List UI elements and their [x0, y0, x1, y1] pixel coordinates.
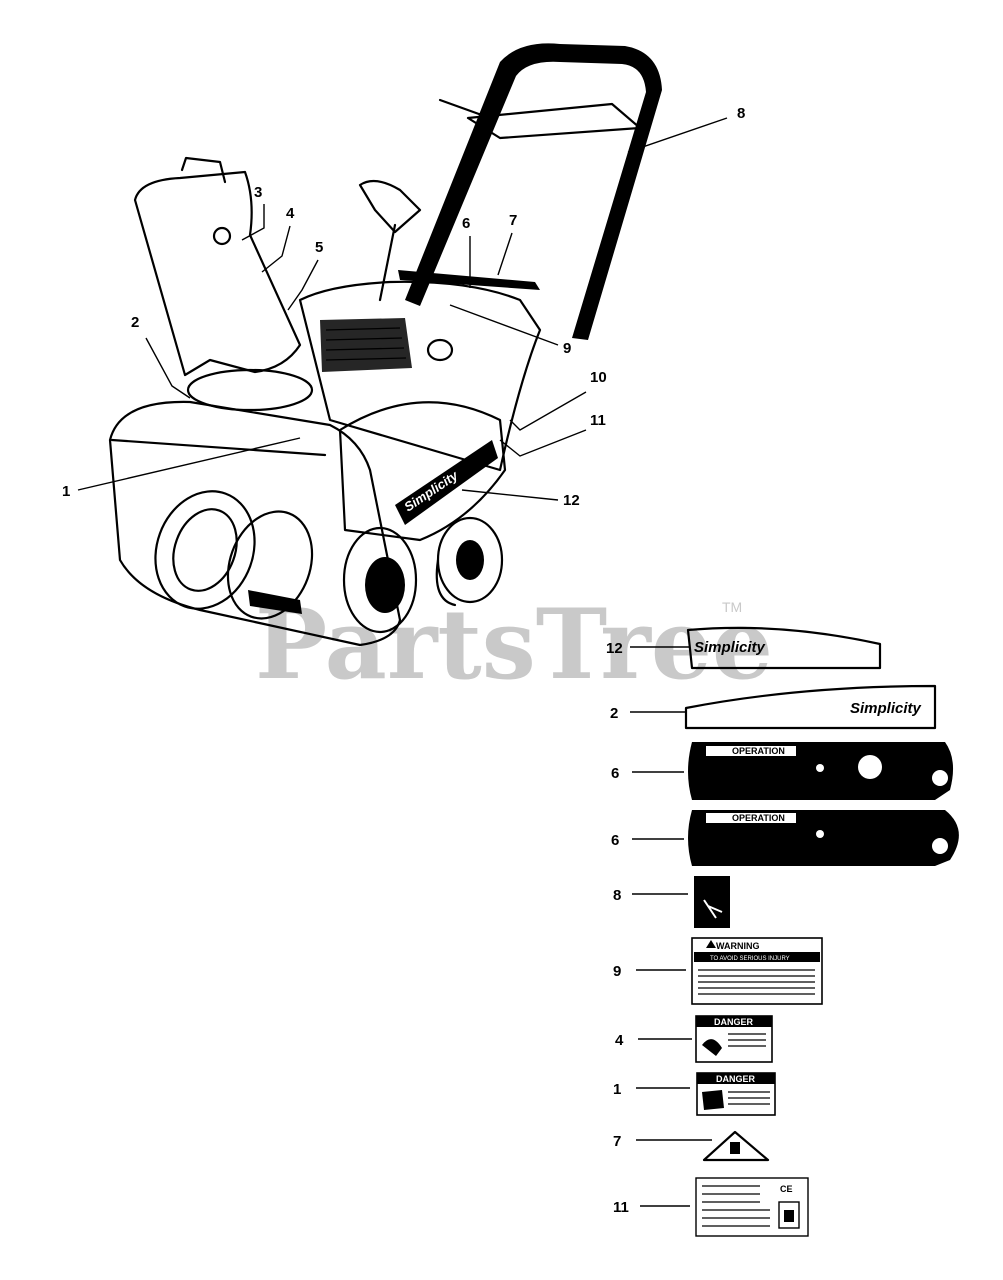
- callout-6: 6: [462, 215, 470, 232]
- decal-row-num-12: 12: [606, 640, 623, 657]
- decal-12: [686, 626, 882, 670]
- main-callouts: 1 2 3 4 5 6 7 8 9 10 11 12: [62, 105, 745, 509]
- engine-housing: [298, 280, 542, 472]
- decal-row-num-4: 4: [615, 1032, 624, 1049]
- callout-1: 1: [62, 483, 70, 500]
- decal-9: [691, 937, 823, 1005]
- auger-right: [226, 510, 314, 620]
- decal-legend: 12 Simplicity 2 Simplicity 6 OPERATION 6…: [606, 626, 959, 1237]
- chute-crank: [358, 179, 422, 234]
- decal-row-num-6b: 6: [611, 832, 619, 849]
- decal-row-num-1: 1: [613, 1081, 621, 1098]
- callout-2: 2: [131, 314, 139, 331]
- callout-8: 8: [737, 105, 745, 122]
- decal-9-sub: TO AVOID SERIOUS INJURY: [710, 956, 790, 962]
- handle-bar: [405, 43, 662, 340]
- auger-housing: [108, 400, 402, 647]
- snowthrower-illustration: Simplicity: [108, 43, 662, 647]
- primer-knob: [426, 338, 454, 362]
- decal-7: [702, 1130, 770, 1162]
- watermark-tm: TM: [722, 599, 742, 615]
- engine-vent: [320, 318, 412, 372]
- decal-12-brand: Simplicity: [694, 639, 766, 656]
- decal-row-num-9: 9: [613, 963, 621, 980]
- decal-8: [694, 876, 730, 928]
- discharge-chute: [133, 170, 302, 377]
- decal-row-num-6a: 6: [611, 765, 619, 782]
- callout-3: 3: [254, 184, 262, 201]
- callout-11: 11: [590, 412, 606, 429]
- callout-7: 7: [509, 212, 517, 229]
- side-decal: [395, 440, 498, 525]
- decal-6a-title: OPERATION: [732, 746, 785, 756]
- auger-side-plate: [342, 526, 418, 634]
- decal-6b: [688, 810, 959, 866]
- decal-11-ce: CE: [780, 1184, 793, 1194]
- callout-12: 12: [563, 492, 580, 509]
- decal-row-num-8: 8: [613, 887, 621, 904]
- decal-row-num-11: 11: [613, 1199, 629, 1216]
- control-bar: [398, 270, 540, 290]
- decal-4-title: DANGER: [714, 1017, 754, 1027]
- decal-9-title: WARNING: [716, 941, 760, 951]
- decal-2: [684, 684, 937, 730]
- decal-row-num-7: 7: [613, 1133, 621, 1150]
- decal-6b-title: OPERATION: [732, 813, 785, 823]
- decal-row-num-2: 2: [610, 705, 618, 722]
- chute-base-ring: [186, 368, 314, 412]
- callout-10: 10: [590, 369, 607, 386]
- callout-9: 9: [563, 340, 571, 357]
- decal-2-brand: Simplicity: [850, 700, 922, 717]
- side-panel: [338, 401, 507, 542]
- auger-left: [154, 490, 256, 610]
- decal-1-title: DANGER: [716, 1074, 756, 1084]
- callout-5: 5: [315, 239, 323, 256]
- watermark-text: PartsTree: [255, 588, 773, 701]
- callout-4: 4: [286, 205, 295, 222]
- handle-crossbar: [466, 102, 642, 140]
